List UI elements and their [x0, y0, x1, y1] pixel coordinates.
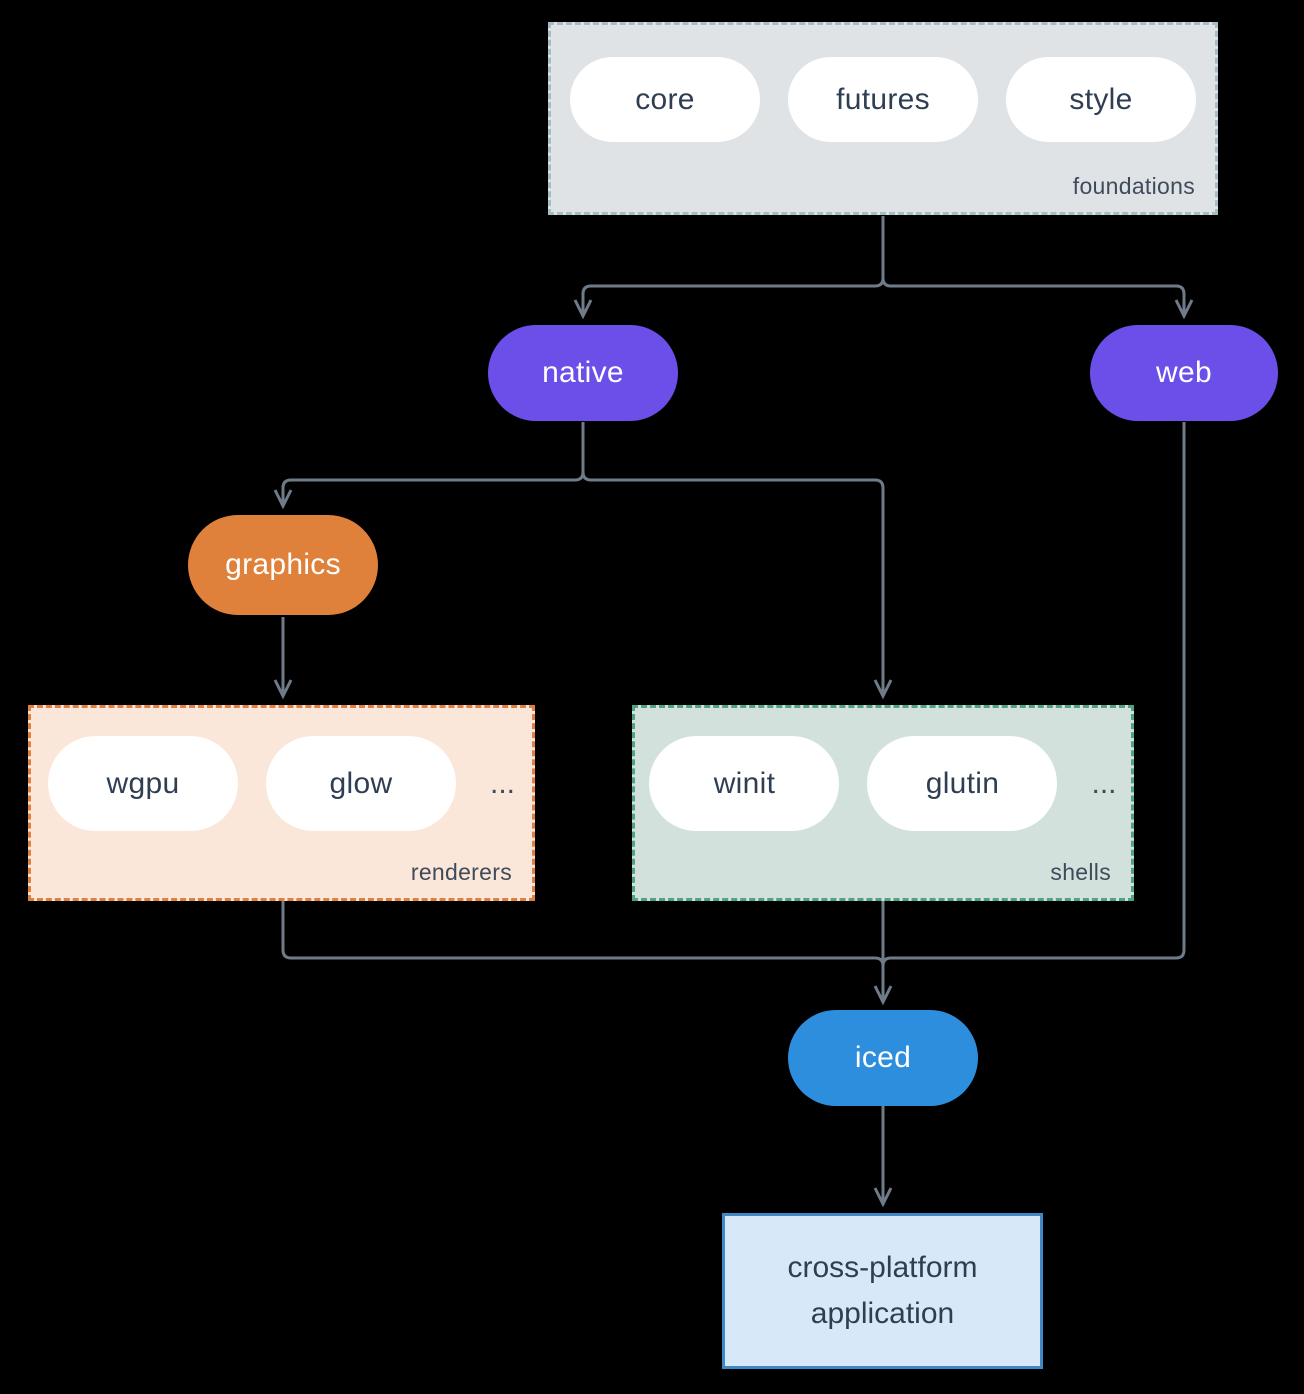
renderers-pill-row: wgpu glow ...	[31, 736, 532, 831]
node-core: core	[570, 57, 760, 142]
edge-native-shells	[581, 422, 893, 700]
node-glow: glow	[265, 736, 456, 831]
renderers-ellipsis: ...	[489, 766, 515, 800]
edge-native-graphics	[273, 422, 585, 510]
node-style: style	[1006, 57, 1196, 142]
node-iced: iced	[788, 1010, 978, 1106]
edge-renderers-iced	[281, 901, 885, 967]
node-winit: winit	[649, 736, 840, 831]
node-native: native	[488, 325, 678, 421]
node-cross-platform-application: cross-platform application	[722, 1213, 1043, 1369]
foundations-label: foundations	[1072, 173, 1195, 199]
node-futures: futures	[788, 57, 978, 142]
node-graphics: graphics	[188, 515, 378, 615]
node-wgpu: wgpu	[47, 736, 238, 831]
shells-ellipsis: ...	[1091, 766, 1117, 800]
foundations-pill-row: core futures style	[551, 57, 1215, 142]
edge-foundations-native	[573, 216, 885, 320]
shells-label: shells	[1050, 859, 1111, 885]
node-web: web	[1090, 325, 1278, 421]
shells-group: winit glutin ... shells	[632, 705, 1134, 901]
edge-foundations-web	[881, 216, 1194, 320]
node-glutin: glutin	[867, 736, 1058, 831]
renderers-label: renderers	[410, 859, 512, 885]
foundations-group: core futures style foundations	[548, 22, 1218, 215]
renderers-group: wgpu glow ... renderers	[28, 705, 535, 901]
shells-pill-row: winit glutin ...	[635, 736, 1131, 831]
